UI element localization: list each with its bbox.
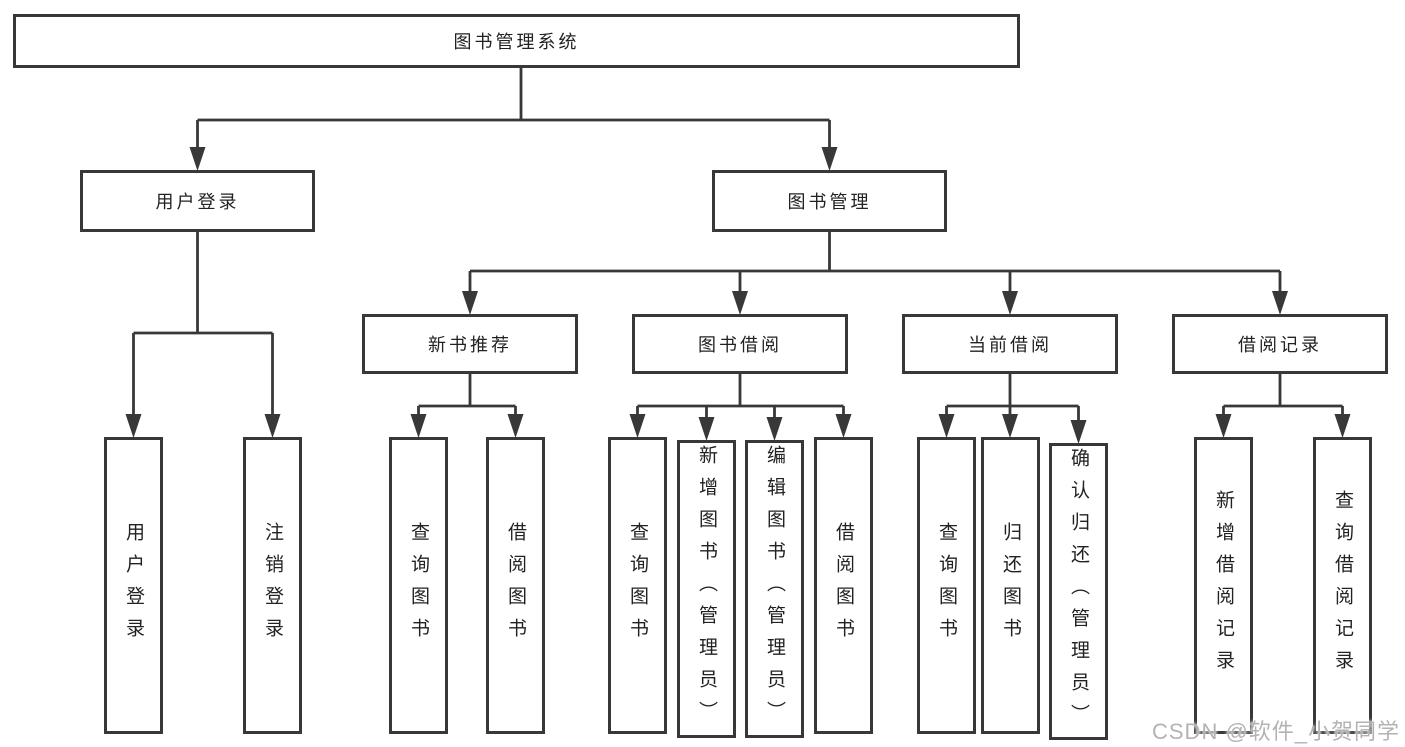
leaf-borrowing-borrow-books: 借阅图书 [814, 437, 873, 734]
node-label: 当前借阅 [968, 335, 1052, 355]
node-label: 图书借阅 [698, 335, 782, 355]
node-book-management: 图书管理 [712, 170, 947, 232]
node-label: 借阅记录 [1238, 335, 1322, 355]
leaf-recommend-query-books: 查询图书 [389, 437, 448, 734]
leaf-borrowing-add-books-admin: 新增图书（管理员） [677, 440, 736, 738]
leaf-records-add-borrow-record: 新增借阅记录 [1194, 437, 1253, 734]
arrow-down-icon [264, 414, 281, 438]
node-label: 查询图书 [936, 521, 957, 650]
leaf-records-query-borrow-record: 查询借阅记录 [1313, 437, 1372, 734]
arrow-down-icon [462, 291, 478, 315]
leaf-borrowing-edit-books-admin: 编辑图书（管理员） [745, 440, 804, 738]
connector-current-borrowing-children [938, 374, 1087, 444]
node-user-login: 用户登录 [80, 170, 315, 232]
node-label: 借阅图书 [505, 521, 526, 650]
arrow-down-icon [189, 147, 206, 171]
arrow-down-icon [507, 414, 524, 438]
leaf-recommend-borrow-books: 借阅图书 [486, 437, 545, 734]
node-label: 查询图书 [408, 521, 429, 650]
watermark: CSDN @软件_小贺同学 [1152, 719, 1401, 744]
node-label: 图书管理系统 [453, 32, 580, 52]
node-borrowing-records: 借阅记录 [1172, 314, 1388, 374]
arrow-down-icon [938, 414, 955, 438]
arrow-down-icon [125, 414, 142, 438]
arrow-down-icon [1002, 414, 1018, 438]
node-label: 确认归还（管理员） [1068, 447, 1089, 736]
arrow-down-icon [1272, 291, 1288, 315]
node-book-management-system: 图书管理系统 [13, 14, 1020, 68]
node-new-book-recommendation: 新书推荐 [362, 314, 578, 374]
connector-user-login-children [125, 232, 281, 438]
node-label: 查询借阅记录 [1332, 489, 1353, 682]
arrow-down-icon [766, 417, 783, 441]
leaf-current-return-books: 归还图书 [981, 437, 1040, 734]
connector-root-to-level2 [189, 68, 838, 171]
arrow-down-icon [732, 291, 748, 315]
connector-borrowing-records-children [1215, 374, 1351, 438]
leaf-current-confirm-return-admin: 确认归还（管理员） [1049, 443, 1108, 740]
leaf-user-login: 用户登录 [104, 437, 163, 734]
node-label: 新增图书（管理员） [696, 445, 717, 733]
arrow-down-icon [1334, 414, 1351, 438]
node-current-borrowing: 当前借阅 [902, 314, 1118, 374]
node-label: 借阅图书 [833, 521, 854, 650]
node-label: 编辑图书（管理员） [764, 445, 785, 733]
node-label: 用户登录 [155, 192, 240, 212]
arrow-down-icon [629, 414, 646, 438]
node-book-borrowing: 图书借阅 [632, 314, 848, 374]
node-label: 查询图书 [627, 521, 648, 650]
arrow-down-icon [821, 147, 838, 171]
connector-book-borrowing-children [629, 374, 852, 441]
connector-new-book-recommendation-children [410, 374, 524, 438]
node-label: 用户登录 [123, 521, 144, 650]
node-label: 新书推荐 [428, 335, 512, 355]
node-label: 新增借阅记录 [1213, 489, 1234, 682]
arrow-down-icon [698, 417, 715, 441]
leaf-logout-login: 注销登录 [243, 437, 302, 734]
node-label: 注销登录 [262, 521, 283, 650]
arrow-down-icon [410, 414, 427, 438]
leaf-current-query-books: 查询图书 [917, 437, 976, 734]
node-label: 归还图书 [1000, 521, 1021, 650]
arrow-down-icon [1070, 420, 1087, 444]
leaf-borrowing-query-books: 查询图书 [608, 437, 667, 734]
arrow-down-icon [835, 414, 852, 438]
arrow-down-icon [1002, 291, 1018, 315]
node-label: 图书管理 [787, 192, 872, 212]
arrow-down-icon [1215, 414, 1232, 438]
connector-book-management-children [462, 232, 1288, 315]
